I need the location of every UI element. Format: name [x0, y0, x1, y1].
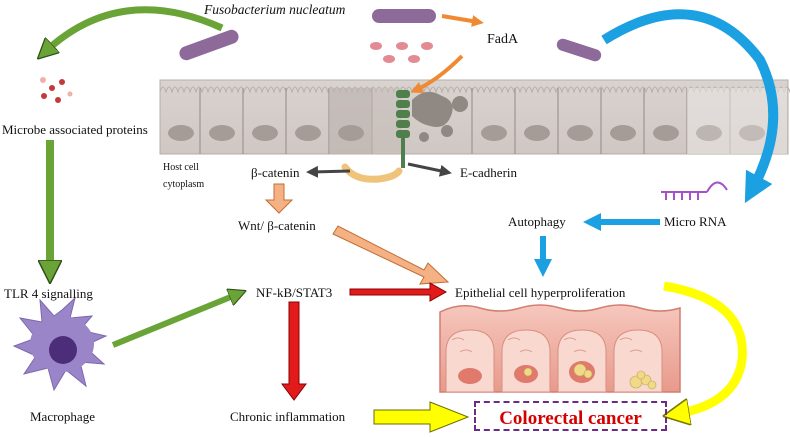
label-beta-catenin: β-catenin [251, 165, 300, 180]
label-epithelial: Epithelial cell hyperproliferation [455, 285, 626, 300]
label-microbe-proteins: Microbe associated proteins [2, 122, 148, 137]
label-macrophage: Macrophage [30, 409, 95, 424]
beta-catenin-complex [341, 163, 403, 183]
arrow-to-e-cadherin [407, 162, 452, 177]
arrow-bacterium-to-proteins [45, 6, 224, 52]
label-autophagy: Autophagy [508, 214, 566, 229]
arrow-beta-catenin-to-wnt [264, 183, 294, 214]
label-fusobacterium: Fusobacterium nucleatum [204, 2, 346, 17]
microbe-protein-dots [40, 77, 73, 103]
fusobacterium-cells [179, 9, 602, 62]
label-colorectal-cancer: Colorectal cancer [499, 408, 642, 429]
label-tlr4: TLR 4 signalling [4, 286, 93, 301]
macrophage-cell [12, 296, 108, 392]
arrow-nfkb-to-proliferation [349, 282, 448, 302]
label-micro-rna: Micro RNA [664, 214, 727, 229]
label-fada: FadA [487, 32, 519, 47]
colon-illustration [439, 304, 681, 393]
fada-receptor [396, 90, 410, 168]
label-chronic: Chronic inflammation [230, 409, 346, 424]
arrow-proliferation-to-cancer [664, 281, 747, 414]
arrow-wnt-to-proliferation [332, 225, 450, 285]
arrow-macrophage-to-nfkb [111, 294, 238, 348]
label-host-cell: Host cell [163, 162, 199, 173]
bacterium-top [372, 9, 436, 23]
micro-rna-glyph [661, 181, 728, 200]
arrow-bacterium-to-microrna [601, 9, 779, 204]
label-nfkb: NF-kB/STAT3 [256, 285, 333, 300]
colorectal-cancer-box: Colorectal cancer [474, 401, 667, 431]
bacterium-left [179, 29, 239, 61]
arrow-bacterium-to-fada [441, 14, 484, 27]
fada-dots [370, 42, 433, 63]
arrow-to-beta-catenin [306, 165, 351, 178]
label-cytoplasm: cytoplasm [163, 179, 205, 190]
arrow-nfkb-to-chronic [281, 301, 307, 401]
epithelium-layer [159, 79, 790, 155]
arrow-fada-to-receptor [410, 54, 464, 93]
arrow-chronic-to-cancer [373, 401, 470, 433]
bacterium-right [556, 38, 602, 62]
label-e-cadherin: E-cadherin [460, 165, 518, 180]
label-wnt: Wnt/ β-catenin [238, 218, 316, 233]
